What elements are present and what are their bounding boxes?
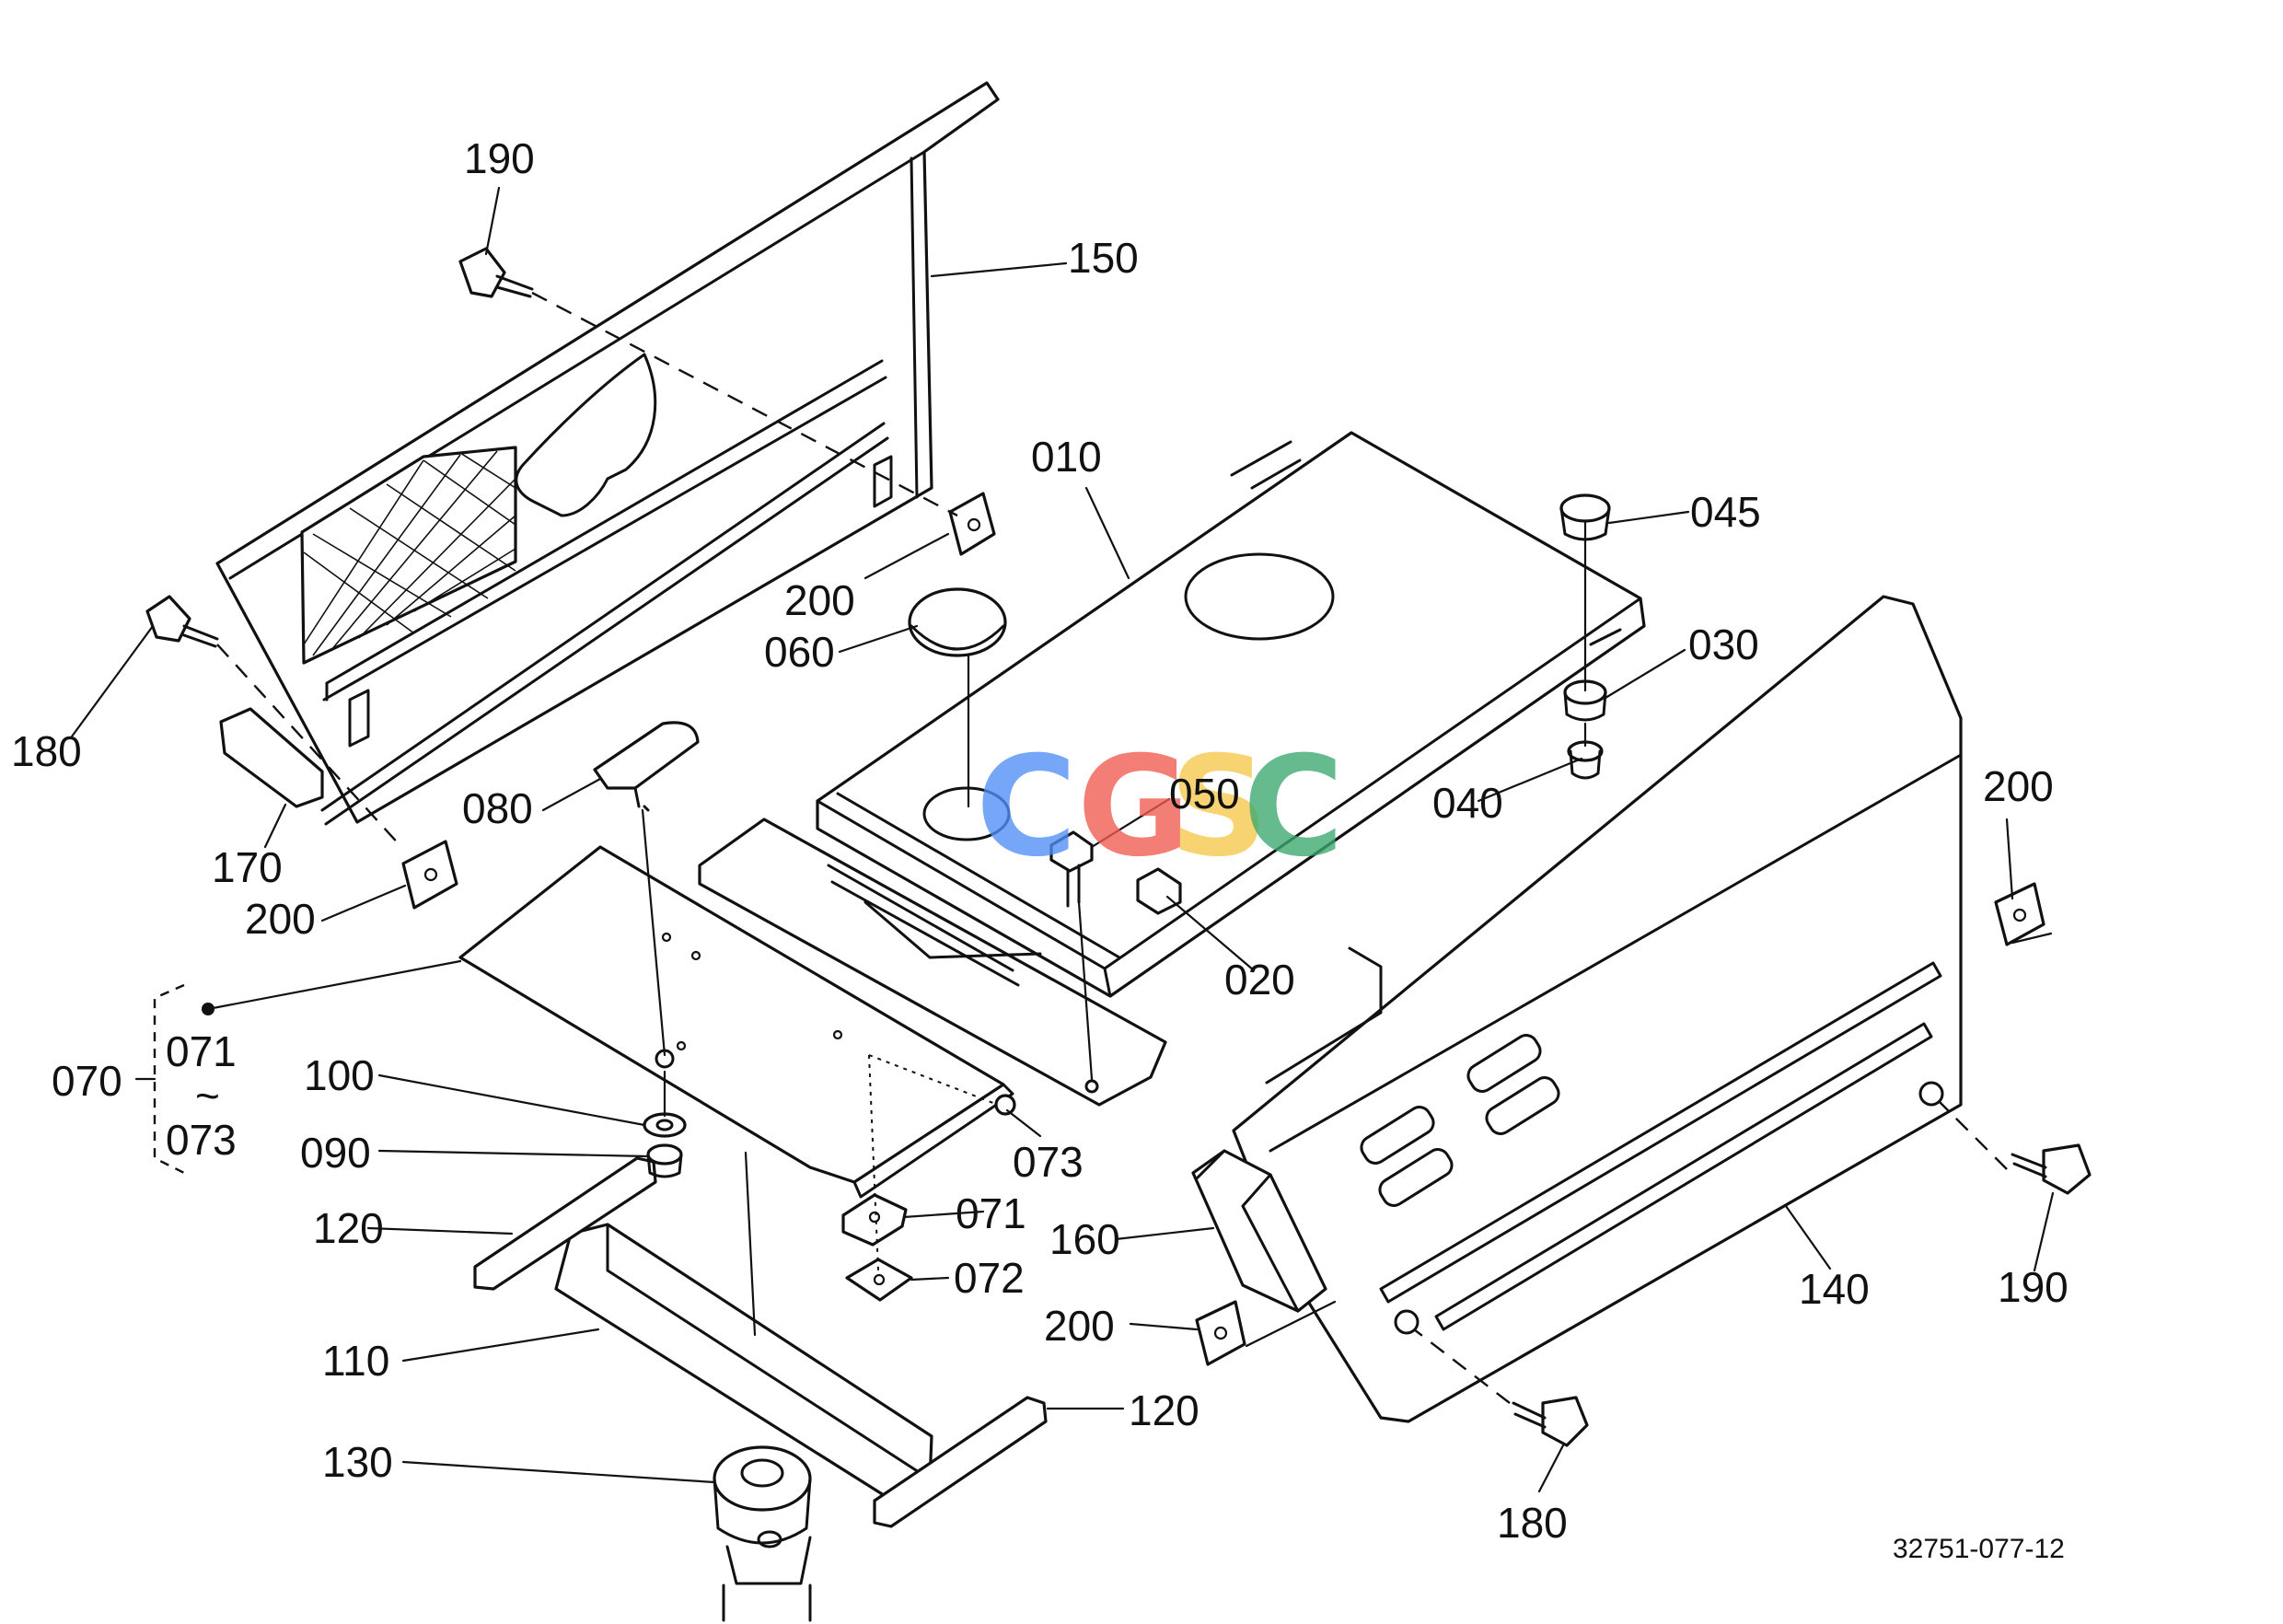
part-020-clip	[1136, 867, 1182, 915]
label-072: 072	[954, 1254, 1025, 1302]
label-120-left: 120	[313, 1204, 384, 1252]
label-200-bottom: 200	[1044, 1302, 1115, 1350]
label-020: 020	[1224, 956, 1295, 1003]
watermark-letter-3: S	[1169, 727, 1269, 887]
part-120-bar-left	[473, 1156, 657, 1291]
label-190-right: 190	[1998, 1263, 2069, 1311]
part-130-coupling	[713, 1445, 812, 1622]
part-030-bushing	[1563, 679, 1607, 722]
knob-190-upper	[458, 247, 534, 298]
label-160: 160	[1049, 1215, 1120, 1263]
part-060-cap	[908, 587, 1007, 657]
part-080-handle	[593, 721, 700, 812]
label-090: 090	[300, 1129, 371, 1177]
label-200-right: 200	[1983, 762, 2054, 810]
part-070-floor-plate	[458, 845, 1014, 1199]
watermark-letter-2: G	[1077, 727, 1190, 887]
label-050: 050	[1169, 770, 1240, 818]
label-180-right: 180	[1497, 1499, 1568, 1547]
label-100: 100	[304, 1051, 375, 1099]
label-tilde: ~	[195, 1072, 220, 1119]
part-050-bolt	[1049, 830, 1094, 908]
part-040-bolt	[1567, 740, 1604, 780]
label-045: 045	[1690, 488, 1761, 536]
knob-180-right	[1512, 1396, 1589, 1447]
label-170: 170	[212, 843, 283, 891]
part-120-bar-right	[873, 1396, 1048, 1528]
label-073: 073	[1013, 1138, 1084, 1186]
watermark-letter-1: C	[976, 727, 1077, 887]
part-200-clipnut-b	[401, 840, 458, 910]
grille-mesh	[303, 450, 516, 656]
label-071-group: 071	[166, 1027, 237, 1075]
knob-190-right	[2011, 1143, 2092, 1195]
part-200-clipnut-d	[1195, 1300, 1246, 1366]
label-030: 030	[1688, 621, 1759, 668]
part-090-nut	[646, 1143, 683, 1178]
label-010: 010	[1031, 433, 1102, 481]
part-200-clipnut-a	[948, 492, 996, 556]
part-072-plate	[845, 1258, 913, 1302]
label-140: 140	[1799, 1265, 1870, 1313]
part-200-clipnut-c	[1994, 882, 2045, 946]
drawing-code: 32751-077-12	[1893, 1534, 2065, 1564]
label-080: 080	[462, 784, 533, 832]
label-070: 070	[52, 1057, 122, 1105]
label-190-top: 190	[464, 134, 535, 182]
assembly-lines	[216, 291, 2053, 1404]
part-010-top-plate	[816, 431, 1646, 998]
label-073-group: 073	[166, 1116, 237, 1164]
part-140-right-cover	[1232, 595, 1963, 1423]
vent-slots	[1360, 1034, 1560, 1207]
label-060: 060	[764, 628, 835, 676]
watermark: C G S C	[976, 727, 1344, 887]
label-071: 071	[956, 1189, 1026, 1237]
leader-lines	[70, 186, 2055, 1493]
knob-180-left	[145, 595, 219, 648]
label-200-left: 200	[245, 895, 316, 943]
label-040: 040	[1432, 779, 1503, 827]
part-170-pad	[219, 707, 324, 808]
watermark-letter-4: C	[1243, 727, 1344, 887]
part-100-washer	[643, 1112, 687, 1138]
label-150: 150	[1068, 234, 1139, 282]
part-labels: 190 150 010 045 200 060 030 180 080 050 …	[11, 134, 2069, 1564]
part-073-pin	[994, 1094, 1016, 1116]
label-130: 130	[322, 1438, 393, 1486]
label-120-right: 120	[1129, 1386, 1199, 1434]
bracket-lower	[698, 818, 1167, 1107]
part-160-front-block	[1191, 1149, 1327, 1313]
label-180-left: 180	[11, 727, 82, 775]
group-bracket-070	[134, 983, 185, 1175]
label-200-upper: 200	[784, 576, 855, 624]
part-150-side-cover	[215, 81, 1000, 826]
label-110: 110	[322, 1337, 389, 1385]
